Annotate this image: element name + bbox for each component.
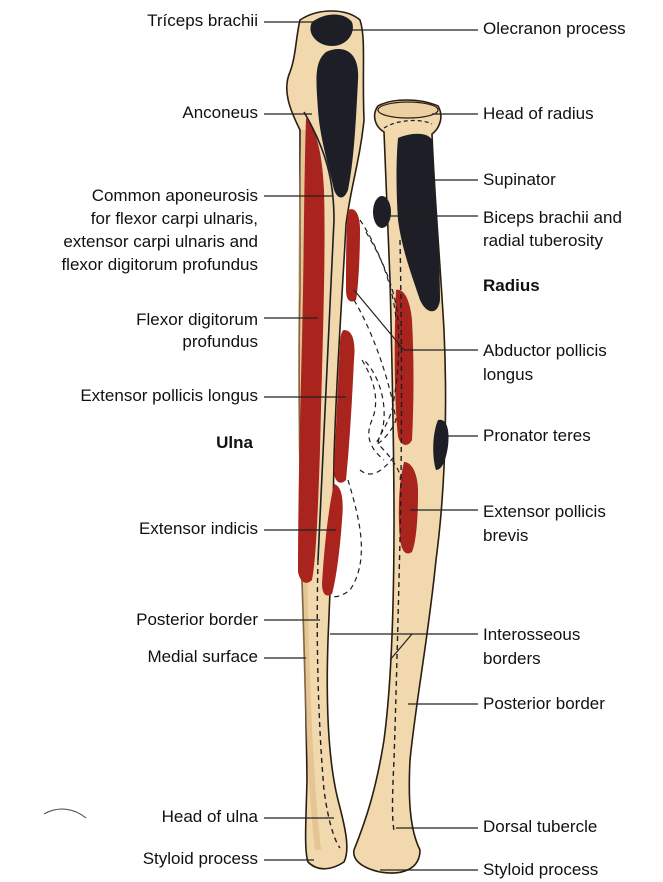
apl-attachment bbox=[395, 290, 414, 445]
label-ulna: Ulna bbox=[216, 433, 253, 453]
label-epb: Extensor pollicis brevis bbox=[483, 500, 606, 548]
label-pronator-teres: Pronator teres bbox=[483, 426, 591, 446]
biceps-tuberosity bbox=[373, 196, 391, 228]
label-biceps: Biceps brachii and radial tuberosity bbox=[483, 206, 622, 252]
label-posterior-border-left: Posterior border bbox=[136, 610, 258, 630]
label-supinator: Supinator bbox=[483, 170, 556, 190]
radius-head bbox=[378, 102, 438, 118]
label-head-of-radius: Head of radius bbox=[483, 104, 594, 124]
label-radius: Radius bbox=[483, 276, 540, 296]
label-posterior-border-right: Posterior border bbox=[483, 694, 605, 714]
label-dorsal-tubercle: Dorsal tubercle bbox=[483, 817, 597, 837]
label-anconeus: Anconeus bbox=[182, 103, 258, 123]
label-extensor-indicis: Extensor indicis bbox=[139, 519, 258, 539]
decorative-arc bbox=[44, 809, 86, 818]
label-epl: Extensor pollicis longus bbox=[80, 386, 258, 406]
label-triceps: Tríceps brachii bbox=[147, 11, 258, 31]
label-fdp: Flexor digitorum profundus bbox=[136, 309, 258, 353]
label-medial-surface: Medial surface bbox=[147, 647, 258, 667]
apl-ulna-attachment bbox=[346, 209, 360, 301]
label-apl: Abductor pollicis longus bbox=[483, 339, 607, 387]
label-interosseous: Interosseous borders bbox=[483, 623, 580, 671]
label-common-aponeurosis: Common aponeurosis for flexor carpi ulna… bbox=[61, 184, 258, 276]
label-styloid-left: Styloid process bbox=[143, 849, 258, 869]
label-styloid-right: Styloid process bbox=[483, 860, 598, 880]
label-olecranon: Olecranon process bbox=[483, 19, 626, 39]
label-head-of-ulna: Head of ulna bbox=[162, 807, 258, 827]
